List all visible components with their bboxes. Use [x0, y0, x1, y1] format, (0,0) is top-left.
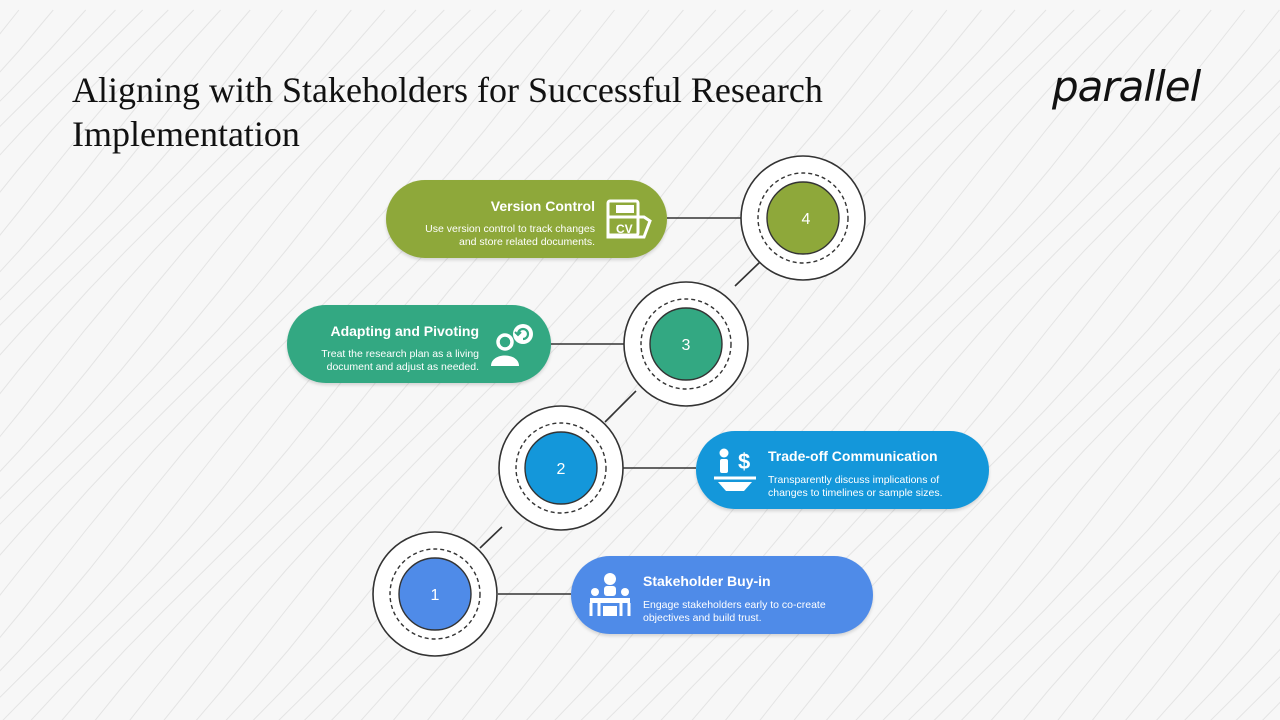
step-3-number: 3 [682, 337, 691, 354]
step-4-node: 4 [740, 155, 866, 281]
brand-logo: parallel [1052, 62, 1201, 111]
step-3-title: Adapting and Pivoting [330, 323, 479, 339]
step-1-number: 1 [431, 587, 440, 604]
step-4-description: Use version control to track changes and… [425, 223, 595, 248]
step-1-description: Engage stakeholders early to co-create o… [643, 599, 826, 624]
step-1-node: 1 [372, 531, 498, 657]
step-2-title: Trade-off Communication [768, 448, 938, 464]
step-4-title: Version Control [490, 198, 595, 214]
page-title: Aligning with Stakeholders for Successfu… [72, 70, 823, 154]
svg-text:CV: CV [616, 222, 633, 236]
connector-1-2 [479, 526, 503, 549]
person-refresh-icon [487, 320, 537, 373]
connector-2-3 [604, 390, 637, 423]
step-4-number: 4 [802, 211, 811, 228]
connector-3-4 [734, 261, 761, 287]
step-2-node: 2 [498, 405, 624, 531]
svg-text:$: $ [738, 449, 750, 474]
step-1-title: Stakeholder Buy-in [643, 573, 771, 589]
step-4-card: Version Control Use version control to t… [386, 180, 667, 258]
meeting-people-icon [585, 570, 635, 625]
step-3-description: Treat the research plan as a living docu… [321, 348, 479, 373]
step-2-number: 2 [557, 461, 566, 478]
step-3-node: 3 [623, 281, 749, 407]
step-1-card: Stakeholder Buy-in Engage stakeholders e… [571, 556, 873, 634]
step-2-description: Transparently discuss implications of ch… [768, 474, 943, 499]
scale-person-dollar-icon: $ [710, 445, 760, 500]
cv-folder-icon: CV [604, 195, 654, 248]
step-3-card: Adapting and Pivoting Treat the research… [287, 305, 551, 383]
step-2-card: Trade-off Communication Transparently di… [696, 431, 989, 509]
